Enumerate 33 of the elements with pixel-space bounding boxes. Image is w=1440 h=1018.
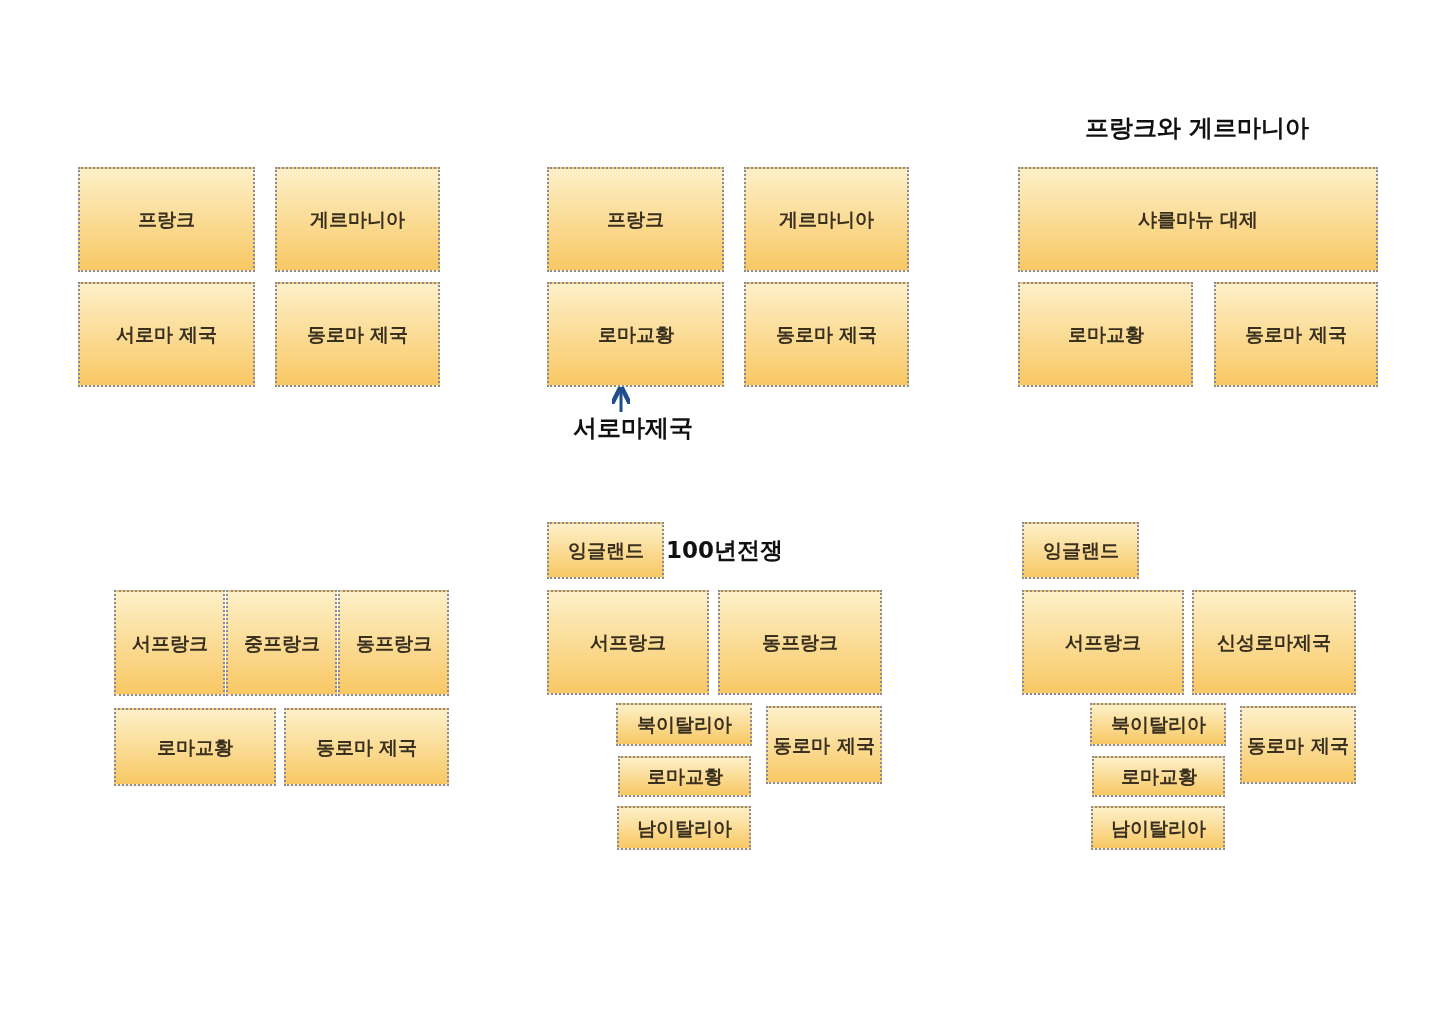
box-label: 잉글랜드 (567, 538, 644, 563)
region-box: 중프랑크 (226, 590, 337, 696)
region-box: 로마교황 (1018, 282, 1193, 387)
region-box: 프랑크 (547, 167, 724, 272)
label-text: 서로마제국 (573, 412, 693, 446)
region-box: 프랑크 (78, 167, 255, 272)
region-box: 동로마 제국 (766, 706, 882, 784)
region-box: 동프랑크 (338, 590, 449, 696)
region-box: 서프랑크 (114, 590, 225, 696)
region-box: 서프랑크 (1022, 590, 1184, 695)
caption-text: 100년전쟁 (666, 536, 783, 565)
region-box: 서로마 제국 (78, 282, 255, 387)
region-box: 동로마 제국 (1214, 282, 1378, 387)
region-box: 로마교황 (547, 282, 724, 387)
region-box: 남이탈리아 (1091, 806, 1225, 850)
region-box: 동로마 제국 (1240, 706, 1356, 784)
region-box: 신성로마제국 (1192, 590, 1356, 695)
region-box: 북이탈리아 (616, 703, 752, 746)
region-box: 게르마니아 (744, 167, 909, 272)
heading-text: 프랑크와 게르마니아 (1085, 113, 1310, 144)
region-box: 샤를마뉴 대제 (1018, 167, 1378, 272)
region-box: 북이탈리아 (1090, 703, 1226, 746)
region-box: 잉글랜드 (1022, 522, 1139, 579)
region-box: 동로마 제국 (275, 282, 440, 387)
region-box: 서프랑크 (547, 590, 709, 695)
region-box: 남이탈리아 (617, 806, 751, 850)
region-box: 로마교황 (1092, 756, 1225, 797)
region-box: 로마교황 (618, 756, 751, 797)
region-box: 동프랑크 (718, 590, 882, 695)
region-box: 게르마니아 (275, 167, 440, 272)
region-box: 동로마 제국 (744, 282, 909, 387)
region-box: 동로마 제국 (284, 708, 449, 786)
region-box: 로마교황 (114, 708, 276, 786)
